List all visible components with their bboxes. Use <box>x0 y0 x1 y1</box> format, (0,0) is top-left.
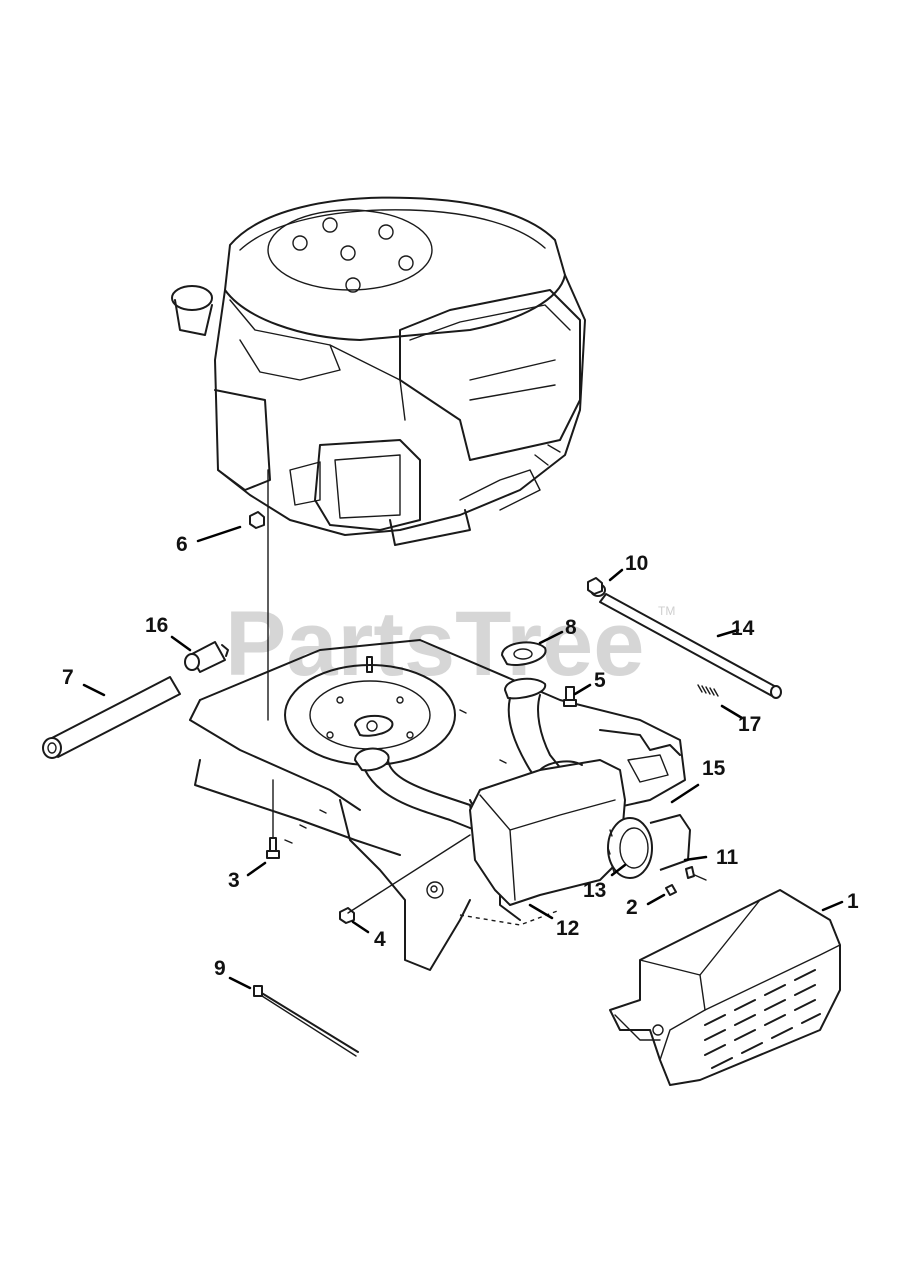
callout-4: 4 <box>374 928 386 951</box>
callout-6: 6 <box>176 533 188 556</box>
callout-1: 1 <box>847 890 859 913</box>
callouts: 6 10 8 5 16 7 14 17 15 11 13 2 1 3 4 12 … <box>62 533 859 980</box>
callout-10: 10 <box>625 552 648 575</box>
watermark-trademark: TM <box>658 604 675 618</box>
callout-11: 11 <box>716 846 739 869</box>
drain-valve <box>184 641 229 673</box>
muffler-guard <box>609 889 841 1086</box>
callout-9: 9 <box>214 957 226 980</box>
cable-tie <box>253 985 359 1057</box>
spring <box>697 684 719 697</box>
callout-14: 14 <box>731 617 755 640</box>
leader-lines <box>82 525 844 990</box>
callout-12: 12 <box>556 917 579 940</box>
guard-vents <box>704 969 821 1069</box>
callout-13: 13 <box>583 879 606 902</box>
callout-3: 3 <box>228 869 240 892</box>
hardware <box>249 469 707 924</box>
callout-2: 2 <box>626 896 638 919</box>
hose <box>42 676 181 759</box>
callout-5: 5 <box>594 669 606 692</box>
exhaust-pipe-right <box>501 641 571 796</box>
watermark-text: PartsTree <box>225 593 644 695</box>
watermark: PartsTree TM <box>225 593 675 695</box>
engine <box>171 196 586 546</box>
callout-16: 16 <box>145 614 168 637</box>
muffler <box>469 759 691 906</box>
callout-8: 8 <box>565 616 577 639</box>
callout-7: 7 <box>62 666 74 689</box>
callout-17: 17 <box>738 713 761 736</box>
exhaust-pipe <box>354 714 476 831</box>
callout-15: 15 <box>702 757 726 780</box>
